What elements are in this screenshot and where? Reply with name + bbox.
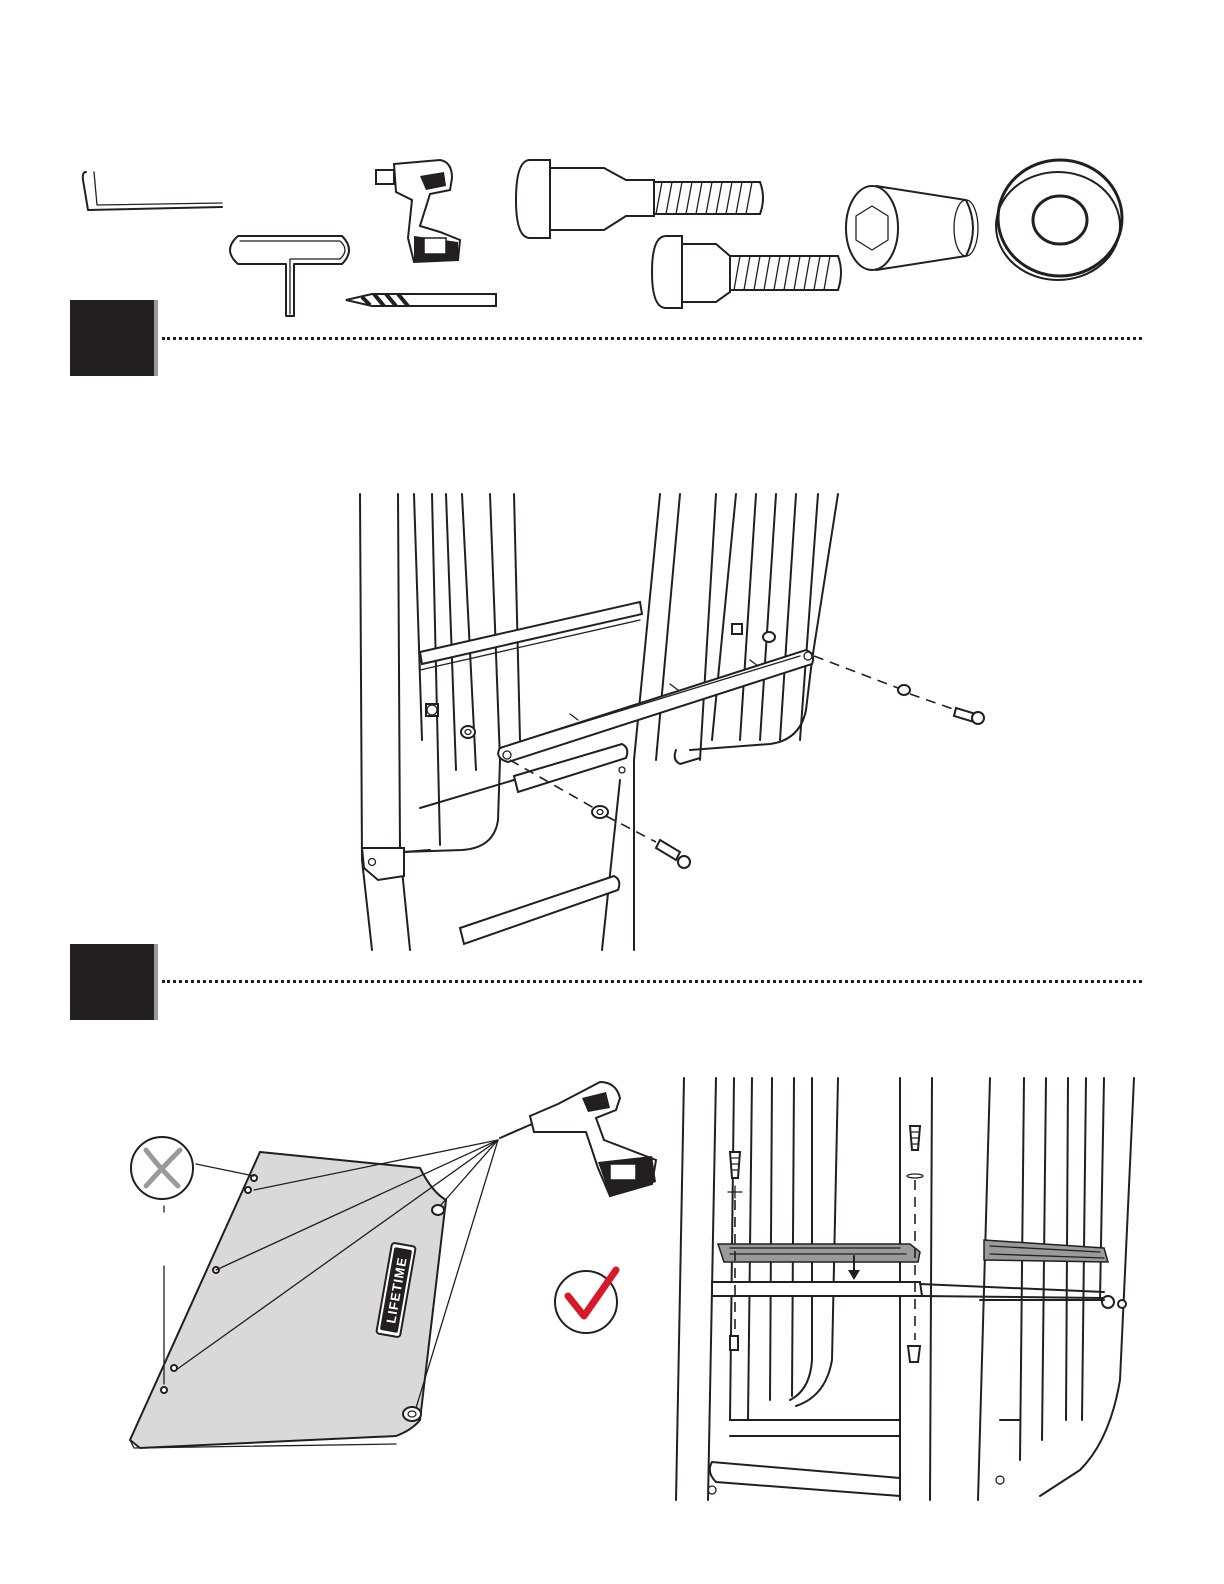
wire-shelf xyxy=(718,1240,1108,1262)
